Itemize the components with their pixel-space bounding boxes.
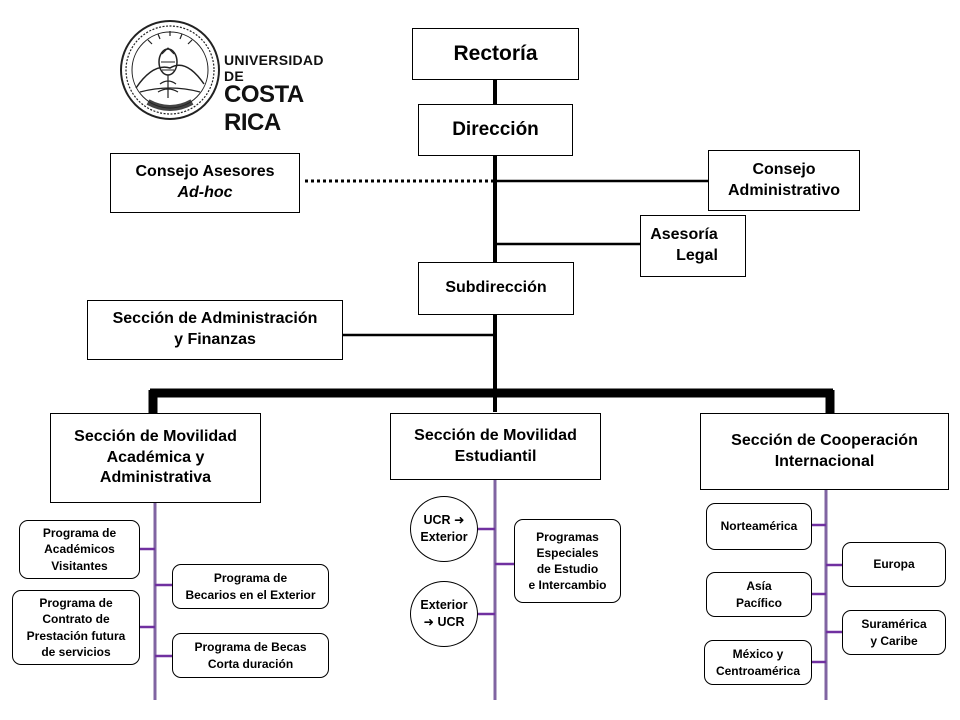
node-cooperacion-internacional[interactable]: Sección de Cooperación Internacional: [700, 413, 949, 490]
contrato-prestacion-line-3: Prestación futura: [26, 628, 126, 643]
consejo-administrativo-line-2: Administrativo: [727, 181, 840, 199]
university-logo: UNIVERSIDAD DE COSTA RICA: [118, 18, 338, 136]
region-mexico-centroamerica[interactable]: México y Centroamérica: [704, 640, 812, 685]
becas-corta-line-1: Programa de Becas: [194, 640, 307, 655]
university-name: UNIVERSIDAD DE COSTA RICA: [224, 52, 338, 137]
program-contrato-prestacion[interactable]: Programa de Contrato de Prestación futur…: [12, 590, 140, 665]
exterior-ucr-line-1: Exterior: [420, 598, 468, 613]
academicos-visitantes-line-2: Académicos: [44, 542, 115, 557]
seccion-admin-line-2: y Finanzas: [174, 331, 256, 348]
suramerica-caribe-line-2: y Caribe: [870, 633, 918, 648]
becas-corta-line-2: Corta duración: [207, 656, 294, 671]
program-becas-corta-duracion[interactable]: Programa de Becas Corta duración: [172, 633, 329, 678]
programas-especiales-line-1: Programas: [536, 529, 599, 544]
cooperacion-line-1: Sección de Cooperación: [731, 431, 918, 449]
europa-label: Europa: [873, 557, 915, 572]
arrow-right-icon: ➜: [423, 615, 434, 629]
movilidad-academica-line-3: Administrativa: [99, 469, 212, 487]
cooperacion-line-2: Internacional: [774, 452, 875, 470]
seccion-admin-line-1: Sección de Administración: [112, 310, 318, 328]
asesoria-legal-line-2: Legal: [676, 247, 718, 264]
node-consejo-asesores[interactable]: Consejo Asesores Ad-hoc: [110, 153, 300, 213]
node-seccion-administracion[interactable]: Sección de Administración y Finanzas: [87, 300, 343, 360]
suramerica-caribe-line-1: Suramérica: [861, 617, 927, 632]
program-academicos-visitantes[interactable]: Programa de Académicos Visitantes: [19, 520, 140, 579]
arrow-right-icon: ➜: [454, 513, 465, 528]
mexico-centroamerica-line-2: Centroamérica: [715, 663, 801, 678]
node-rectoria-label: Rectoría: [453, 42, 538, 66]
programas-especiales-line-3: de Estudio: [536, 562, 599, 576]
movilidad-estudiantil-line-2: Estudiantil: [454, 447, 537, 465]
consejo-administrativo-line-1: Consejo: [752, 160, 816, 178]
contrato-prestacion-line-4: de servicios: [41, 644, 111, 659]
mexico-centroamerica-line-1: México y: [732, 647, 784, 662]
norteamerica-label: Norteamérica: [720, 519, 798, 534]
programas-especiales-line-2: Especiales: [536, 545, 599, 560]
becarios-exterior-line-1: Programa de: [213, 571, 288, 586]
exterior-ucr-word-2: UCR: [437, 615, 465, 629]
movilidad-academica-line-1: Sección de Movilidad: [74, 427, 237, 445]
program-ucr-exterior[interactable]: UCR ➜ Exterior: [410, 496, 478, 562]
academicos-visitantes-line-1: Programa de: [42, 526, 117, 541]
academicos-visitantes-line-3: Visitantes: [51, 558, 108, 573]
contrato-prestacion-line-2: Contrato de: [42, 612, 110, 627]
asesoria-legal-line-1: Asesoría: [650, 226, 718, 244]
program-becarios-exterior[interactable]: Programa de Becarios en el Exterior: [172, 564, 329, 609]
node-direccion[interactable]: Dirección: [418, 104, 573, 156]
region-norteamerica[interactable]: Norteamérica: [706, 503, 812, 550]
asia-pacifico-line-1: Asía: [746, 579, 772, 594]
program-exterior-ucr[interactable]: Exterior ➜ UCR: [410, 581, 478, 647]
seal-icon: [120, 20, 220, 120]
node-rectoria[interactable]: Rectoría: [412, 28, 579, 80]
node-consejo-administrativo[interactable]: Consejo Administrativo: [708, 150, 860, 211]
programas-especiales-line-4: e Intercambio: [528, 578, 607, 593]
region-suramerica-caribe[interactable]: Suramérica y Caribe: [842, 610, 946, 655]
consejo-asesores-line-2: Ad-hoc: [177, 184, 233, 201]
node-movilidad-academica[interactable]: Sección de Movilidad Académica y Adminis…: [50, 413, 261, 503]
contrato-prestacion-line-1: Programa de: [39, 596, 113, 611]
region-europa[interactable]: Europa: [842, 542, 946, 587]
node-subdireccion[interactable]: Subdirección: [418, 262, 574, 315]
movilidad-academica-line-2: Académica y: [106, 448, 205, 466]
program-especiales-intercambio[interactable]: Programas Especiales de Estudio e Interc…: [514, 519, 621, 603]
ucr-exterior-word-1: UCR: [423, 513, 451, 528]
exterior-ucr-line-2: ➜ UCR: [423, 614, 464, 631]
movilidad-estudiantil-line-1: Sección de Movilidad: [414, 426, 577, 444]
node-direccion-label: Dirección: [452, 118, 539, 140]
node-asesoria-legal[interactable]: Asesoría Legal: [640, 215, 746, 277]
node-movilidad-estudiantil[interactable]: Sección de Movilidad Estudiantil: [390, 413, 601, 480]
logo-line-2: COSTA RICA: [224, 81, 303, 136]
becarios-exterior-line-2: Becarios en el Exterior: [185, 587, 316, 602]
node-subdireccion-label: Subdirección: [445, 279, 547, 297]
asia-pacifico-line-2: Pacífico: [735, 595, 783, 610]
ucr-exterior-line-1: UCR ➜: [423, 512, 464, 529]
logo-line-1: UNIVERSIDAD DE: [224, 52, 324, 84]
region-asia-pacifico[interactable]: Asía Pacífico: [706, 572, 812, 617]
ucr-exterior-line-2: Exterior: [420, 530, 468, 544]
consejo-asesores-line-1: Consejo Asesores: [135, 163, 275, 181]
